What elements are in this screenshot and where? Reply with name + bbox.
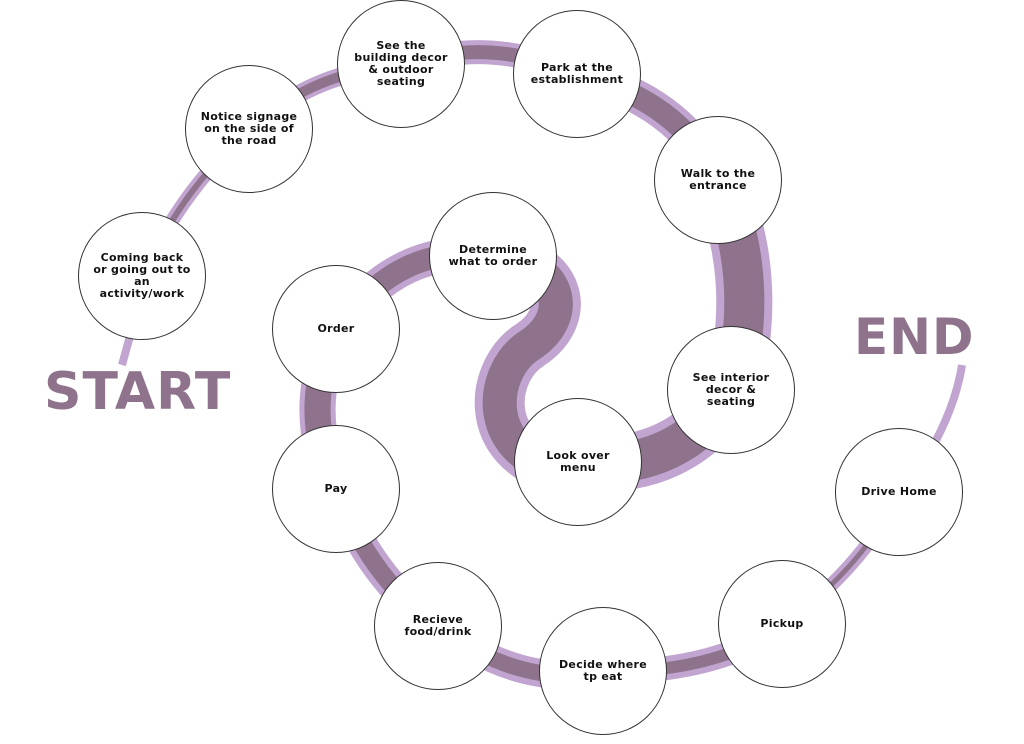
step-node: Look over menu — [514, 398, 642, 526]
step-label: Pickup — [760, 617, 804, 630]
step-label: Look over menu — [546, 449, 610, 474]
step-label: Decide where tp eat — [559, 658, 647, 683]
step-node: Decide where tp eat — [539, 607, 667, 735]
step-node: Coming back or going out to an activity/… — [78, 212, 206, 340]
end-label: END — [854, 308, 975, 366]
step-node: Pickup — [718, 560, 846, 688]
step-node: See interior decor & seating — [667, 326, 795, 454]
step-label: Determine what to order — [448, 243, 538, 268]
step-label: Walk to the entrance — [680, 167, 756, 192]
step-node: Park at the establishment — [513, 10, 641, 138]
step-label: Drive Home — [861, 485, 937, 498]
step-node: See the building decor & outdoor seating — [337, 0, 465, 128]
step-label: See interior decor & seating — [692, 371, 770, 408]
step-node: Pay — [272, 425, 400, 553]
step-node: Recieve food/drink — [374, 562, 502, 690]
step-label: Coming back or going out to an activity/… — [93, 251, 191, 300]
step-node: Walk to the entrance — [654, 116, 782, 244]
step-label: Notice signage on the side of the road — [200, 110, 298, 147]
step-label: Order — [317, 322, 355, 335]
step-label: Park at the establishment — [530, 61, 624, 86]
step-node: Order — [272, 265, 400, 393]
step-label: Recieve food/drink — [404, 613, 472, 638]
start-label: START — [44, 362, 232, 422]
step-node: Determine what to order — [429, 192, 557, 320]
step-node: Drive Home — [835, 428, 963, 556]
step-label: Pay — [324, 482, 348, 495]
step-label: See the building decor & outdoor seating — [354, 39, 448, 88]
step-node: Notice signage on the side of the road — [185, 65, 313, 193]
